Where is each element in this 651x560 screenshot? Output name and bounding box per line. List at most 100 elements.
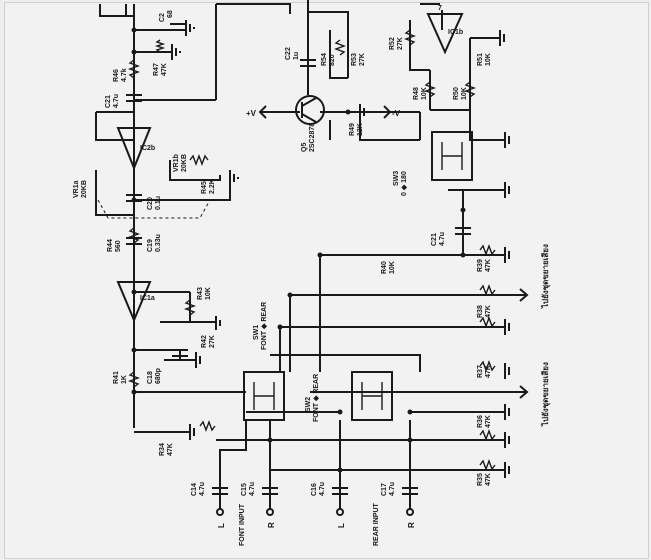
value-c21-top: 4.7u (113, 94, 120, 108)
label-vplus: +V (246, 109, 257, 118)
value-c16: 4.7u (319, 482, 326, 496)
label-r39: R39 (477, 259, 484, 272)
resistors (128, 29, 496, 471)
value-sw3: 0 ◆ 180 (401, 171, 408, 196)
value-c14: 4.7u (199, 482, 206, 496)
label-c18: C18 (147, 371, 154, 384)
label-c16: C16 (311, 483, 318, 496)
label-rear-input: REAR INPUT (373, 502, 380, 546)
label-c21-top: C21 (105, 95, 112, 108)
label-r52: R52 (389, 37, 396, 50)
value-r46: 4.7k (121, 68, 128, 82)
value-r39: 47K (485, 259, 492, 272)
wires (95, 0, 527, 510)
label-input-l-rear: L (337, 523, 346, 528)
value-r50: 10K (461, 87, 468, 100)
value-c2: 68 (167, 10, 174, 18)
value-c22: 1u (293, 52, 300, 60)
label-font-input: FONT INPUT (239, 503, 246, 546)
value-r43: 10K (205, 287, 212, 300)
value-c19: 0.33u (155, 234, 162, 252)
paper-sheet (4, 2, 649, 559)
label-r51: R51 (477, 53, 484, 66)
op-amp-ic1b: IC1b 7 (426, 5, 464, 55)
op-amp-ic2b: IC2b (116, 127, 155, 171)
switch-sw2 (351, 371, 393, 421)
label-r34: R34 (159, 443, 166, 456)
value-r37: 47K (485, 365, 492, 378)
value-r36: 47K (485, 415, 492, 428)
label-input-r-rear: R (407, 522, 416, 528)
label-r41: R41 (113, 371, 120, 384)
label-c15: C15 (241, 483, 248, 496)
value-r45: 2.2K (209, 179, 216, 194)
value-q5: 2SC2878 (309, 123, 316, 152)
value-r51: 10K (485, 53, 492, 66)
ic1b-label: IC1b (448, 29, 463, 36)
ground-symbols (171, 20, 510, 478)
value-sw2: FONT ◆ REAR (313, 374, 320, 422)
value-c18: 680p (155, 368, 162, 384)
value-r40: 10K (389, 261, 396, 274)
ic1b-pin7: 7 (438, 5, 442, 12)
label-sw3: SW3 (393, 171, 400, 186)
component-labels: C2 68 R46 4.7k R47 47K C21 4.7u VR1a 20K… (73, 10, 551, 546)
value-r49: 12K (357, 123, 364, 136)
value-vr1b: 20KB (181, 154, 188, 172)
switch-sw3 (431, 131, 473, 181)
label-r42: R42 (201, 335, 208, 348)
value-c21-bottom: 4.7u (439, 232, 446, 246)
label-r36: R36 (477, 415, 484, 428)
label-r48: R48 (413, 87, 420, 100)
value-r44: 560 (115, 240, 122, 252)
value-r53: 27K (359, 53, 366, 66)
label-c21-bottom: C21 (431, 233, 438, 246)
label-input-l-font: L (217, 523, 226, 528)
value-r38: 47K (485, 305, 492, 318)
label-input-r-font: R (267, 522, 276, 528)
label-r54: R54 (321, 53, 328, 66)
label-r44: R44 (107, 239, 114, 252)
value-r52: 27K (397, 37, 404, 50)
label-r37: R37 (477, 365, 484, 378)
label-output-2: ไปยังชุดขยายเสียง (540, 362, 551, 427)
label-sw1: SW1 (253, 325, 260, 340)
label-output-1: ไปยังชุดขยายเสียง (540, 244, 551, 309)
label-c20: C20 (147, 197, 154, 210)
label-r35: R35 (477, 473, 484, 486)
label-vminus: -V (392, 109, 401, 118)
op-amp-ic1a: IC1a (116, 281, 155, 323)
label-r47: R47 (153, 63, 160, 76)
transistor-q5 (295, 95, 325, 125)
value-r34: 47K (167, 443, 174, 456)
label-r38: R38 (477, 305, 484, 318)
label-c14: C14 (191, 483, 198, 496)
value-c17: 4.7u (389, 482, 396, 496)
label-r53: R53 (351, 53, 358, 66)
junction-dots (131, 27, 466, 473)
label-vr1a: VR1a (73, 180, 80, 198)
label-r45: R45 (201, 181, 208, 194)
label-c19: C19 (147, 239, 154, 252)
input-terminals (216, 508, 414, 516)
label-q5: Q5 (301, 143, 308, 152)
label-sw2: SW2 (305, 397, 312, 412)
value-r41: 1K (121, 375, 128, 384)
value-r35: 47K (485, 473, 492, 486)
label-c2: C2 (159, 13, 166, 22)
ic1a-label: IC1a (140, 295, 155, 302)
value-c20: 0.1u (155, 196, 162, 210)
ic2b-label: IC2b (140, 145, 155, 152)
label-c22: C22 (285, 47, 292, 60)
label-r49: R49 (349, 123, 356, 136)
value-r48: 10K (421, 87, 428, 100)
value-sw1: FONT ◆ REAR (261, 302, 268, 350)
output-arrows (258, 105, 529, 399)
value-r47: 47K (161, 63, 168, 76)
switch-sw1 (243, 371, 285, 421)
value-r54: 820 (329, 54, 336, 66)
label-r50: R50 (453, 87, 460, 100)
label-r43: R43 (197, 287, 204, 300)
